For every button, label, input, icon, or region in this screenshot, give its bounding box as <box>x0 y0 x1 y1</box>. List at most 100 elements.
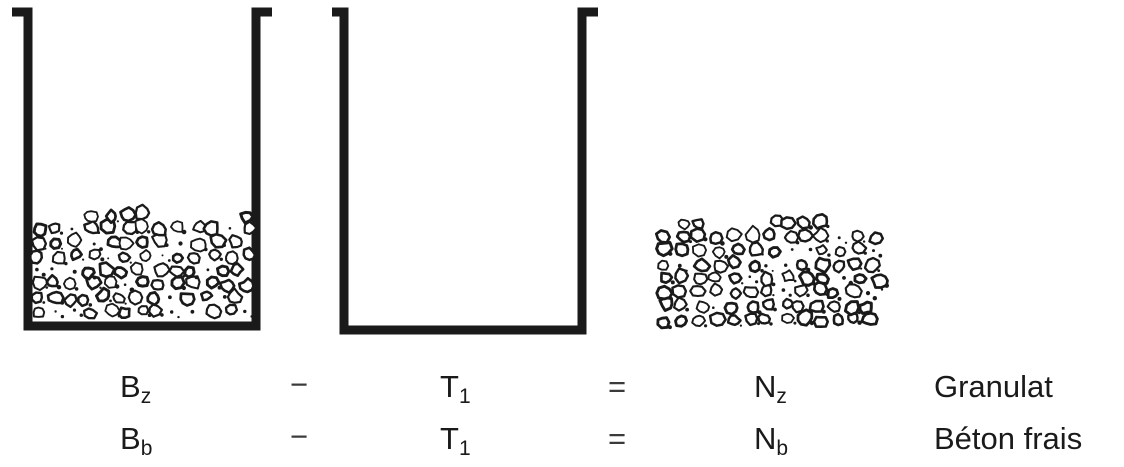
grain-dot <box>872 296 877 301</box>
pebble <box>127 289 144 306</box>
pebble <box>853 273 868 285</box>
pebble <box>82 307 99 320</box>
pebble <box>725 227 743 243</box>
grain-dot <box>44 247 47 250</box>
pebble <box>122 220 138 236</box>
grain-dot <box>757 322 760 326</box>
grain-dot <box>164 243 169 248</box>
pebble <box>757 312 772 325</box>
grain-dot <box>167 259 171 262</box>
grain-dot <box>204 247 208 252</box>
pebble <box>760 270 774 288</box>
grain-dot <box>848 280 853 286</box>
pebble <box>796 215 811 230</box>
pebble <box>709 230 724 246</box>
pebble <box>30 291 44 305</box>
pebble <box>218 278 236 294</box>
pebble <box>63 293 78 309</box>
grain-dot <box>168 295 172 300</box>
pebble <box>868 231 885 246</box>
grain-dot <box>781 288 786 292</box>
grain-dot <box>255 232 258 235</box>
grain-dot <box>92 242 96 246</box>
pebble <box>45 274 59 288</box>
grain-dot <box>806 293 810 298</box>
grain-dot <box>670 280 675 285</box>
grain-dot <box>761 253 764 256</box>
grain-dot <box>872 249 875 253</box>
grain-dot <box>79 313 84 317</box>
pebble <box>83 210 99 223</box>
grain-dot <box>109 299 112 303</box>
grain-dot <box>100 257 105 262</box>
pebble <box>780 216 797 231</box>
pebble <box>832 259 846 274</box>
pebble <box>77 293 90 308</box>
grain-dot <box>760 269 764 273</box>
grain-dot <box>771 269 774 272</box>
pebble <box>843 300 861 317</box>
pebble <box>146 291 161 307</box>
pebble <box>134 203 151 221</box>
pebble <box>112 292 126 304</box>
pebble <box>826 300 841 313</box>
pebble <box>795 258 809 272</box>
pebble <box>103 275 118 289</box>
pebble <box>674 267 690 285</box>
pebble <box>104 208 117 225</box>
pebble <box>812 213 829 230</box>
pebble <box>660 271 674 285</box>
pebble <box>153 262 171 278</box>
label-beton-frais: Béton frais <box>934 421 1083 456</box>
pebble <box>150 278 165 291</box>
pebble <box>863 256 881 274</box>
pebble <box>32 306 46 318</box>
grain-dot <box>757 310 762 315</box>
grain-dot <box>99 286 102 289</box>
pebble <box>654 229 672 244</box>
pebble <box>190 237 207 253</box>
pebble <box>63 276 77 291</box>
pebble <box>104 302 121 318</box>
grain-dot <box>884 283 889 288</box>
pebble <box>744 224 761 244</box>
pebble <box>106 235 124 249</box>
pebble <box>695 300 711 314</box>
grain-dot <box>877 269 881 272</box>
pebble <box>242 246 257 262</box>
pebble <box>846 257 863 271</box>
pebble <box>205 303 223 320</box>
grain-dot <box>181 229 187 235</box>
grain-dot <box>59 231 64 235</box>
grain-dot <box>178 241 183 246</box>
pebble <box>762 227 776 242</box>
grain-dot <box>115 284 120 289</box>
grain-dot <box>748 275 752 279</box>
pebble <box>834 245 847 258</box>
pebble <box>708 311 727 327</box>
grain-dot <box>99 247 103 252</box>
grain-dot <box>129 261 132 264</box>
pebble <box>94 286 111 303</box>
pebble <box>168 265 186 278</box>
grain-dot <box>45 286 49 289</box>
pebble <box>656 316 671 330</box>
pebble <box>170 275 186 291</box>
grain-dot <box>703 237 708 242</box>
grain-dot <box>685 269 688 272</box>
pebble <box>728 272 743 285</box>
grain-dot <box>842 276 846 280</box>
pebble <box>49 237 63 250</box>
grain-dot <box>865 291 871 296</box>
pebble <box>209 232 228 249</box>
pebble <box>32 222 48 238</box>
pebble <box>707 271 722 283</box>
pebble <box>844 283 863 299</box>
grain-dot <box>677 263 682 268</box>
pebble <box>129 261 144 276</box>
pebble <box>767 246 782 259</box>
illustration <box>12 7 889 335</box>
pebble <box>186 252 201 265</box>
filled-container-outline <box>12 7 272 331</box>
grain-dot <box>60 314 65 319</box>
